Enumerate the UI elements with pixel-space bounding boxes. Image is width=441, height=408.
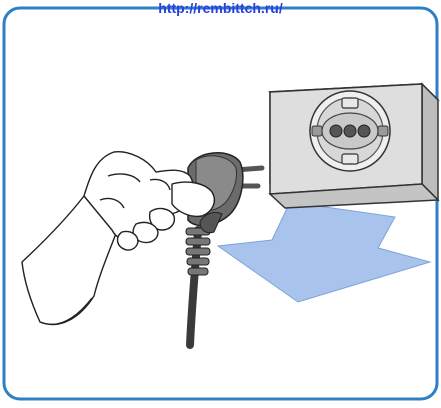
wall-socket-icon <box>270 84 438 208</box>
watermark-url: http://rembittch.ru/ <box>0 0 441 16</box>
cord-strain-relief <box>186 228 210 275</box>
